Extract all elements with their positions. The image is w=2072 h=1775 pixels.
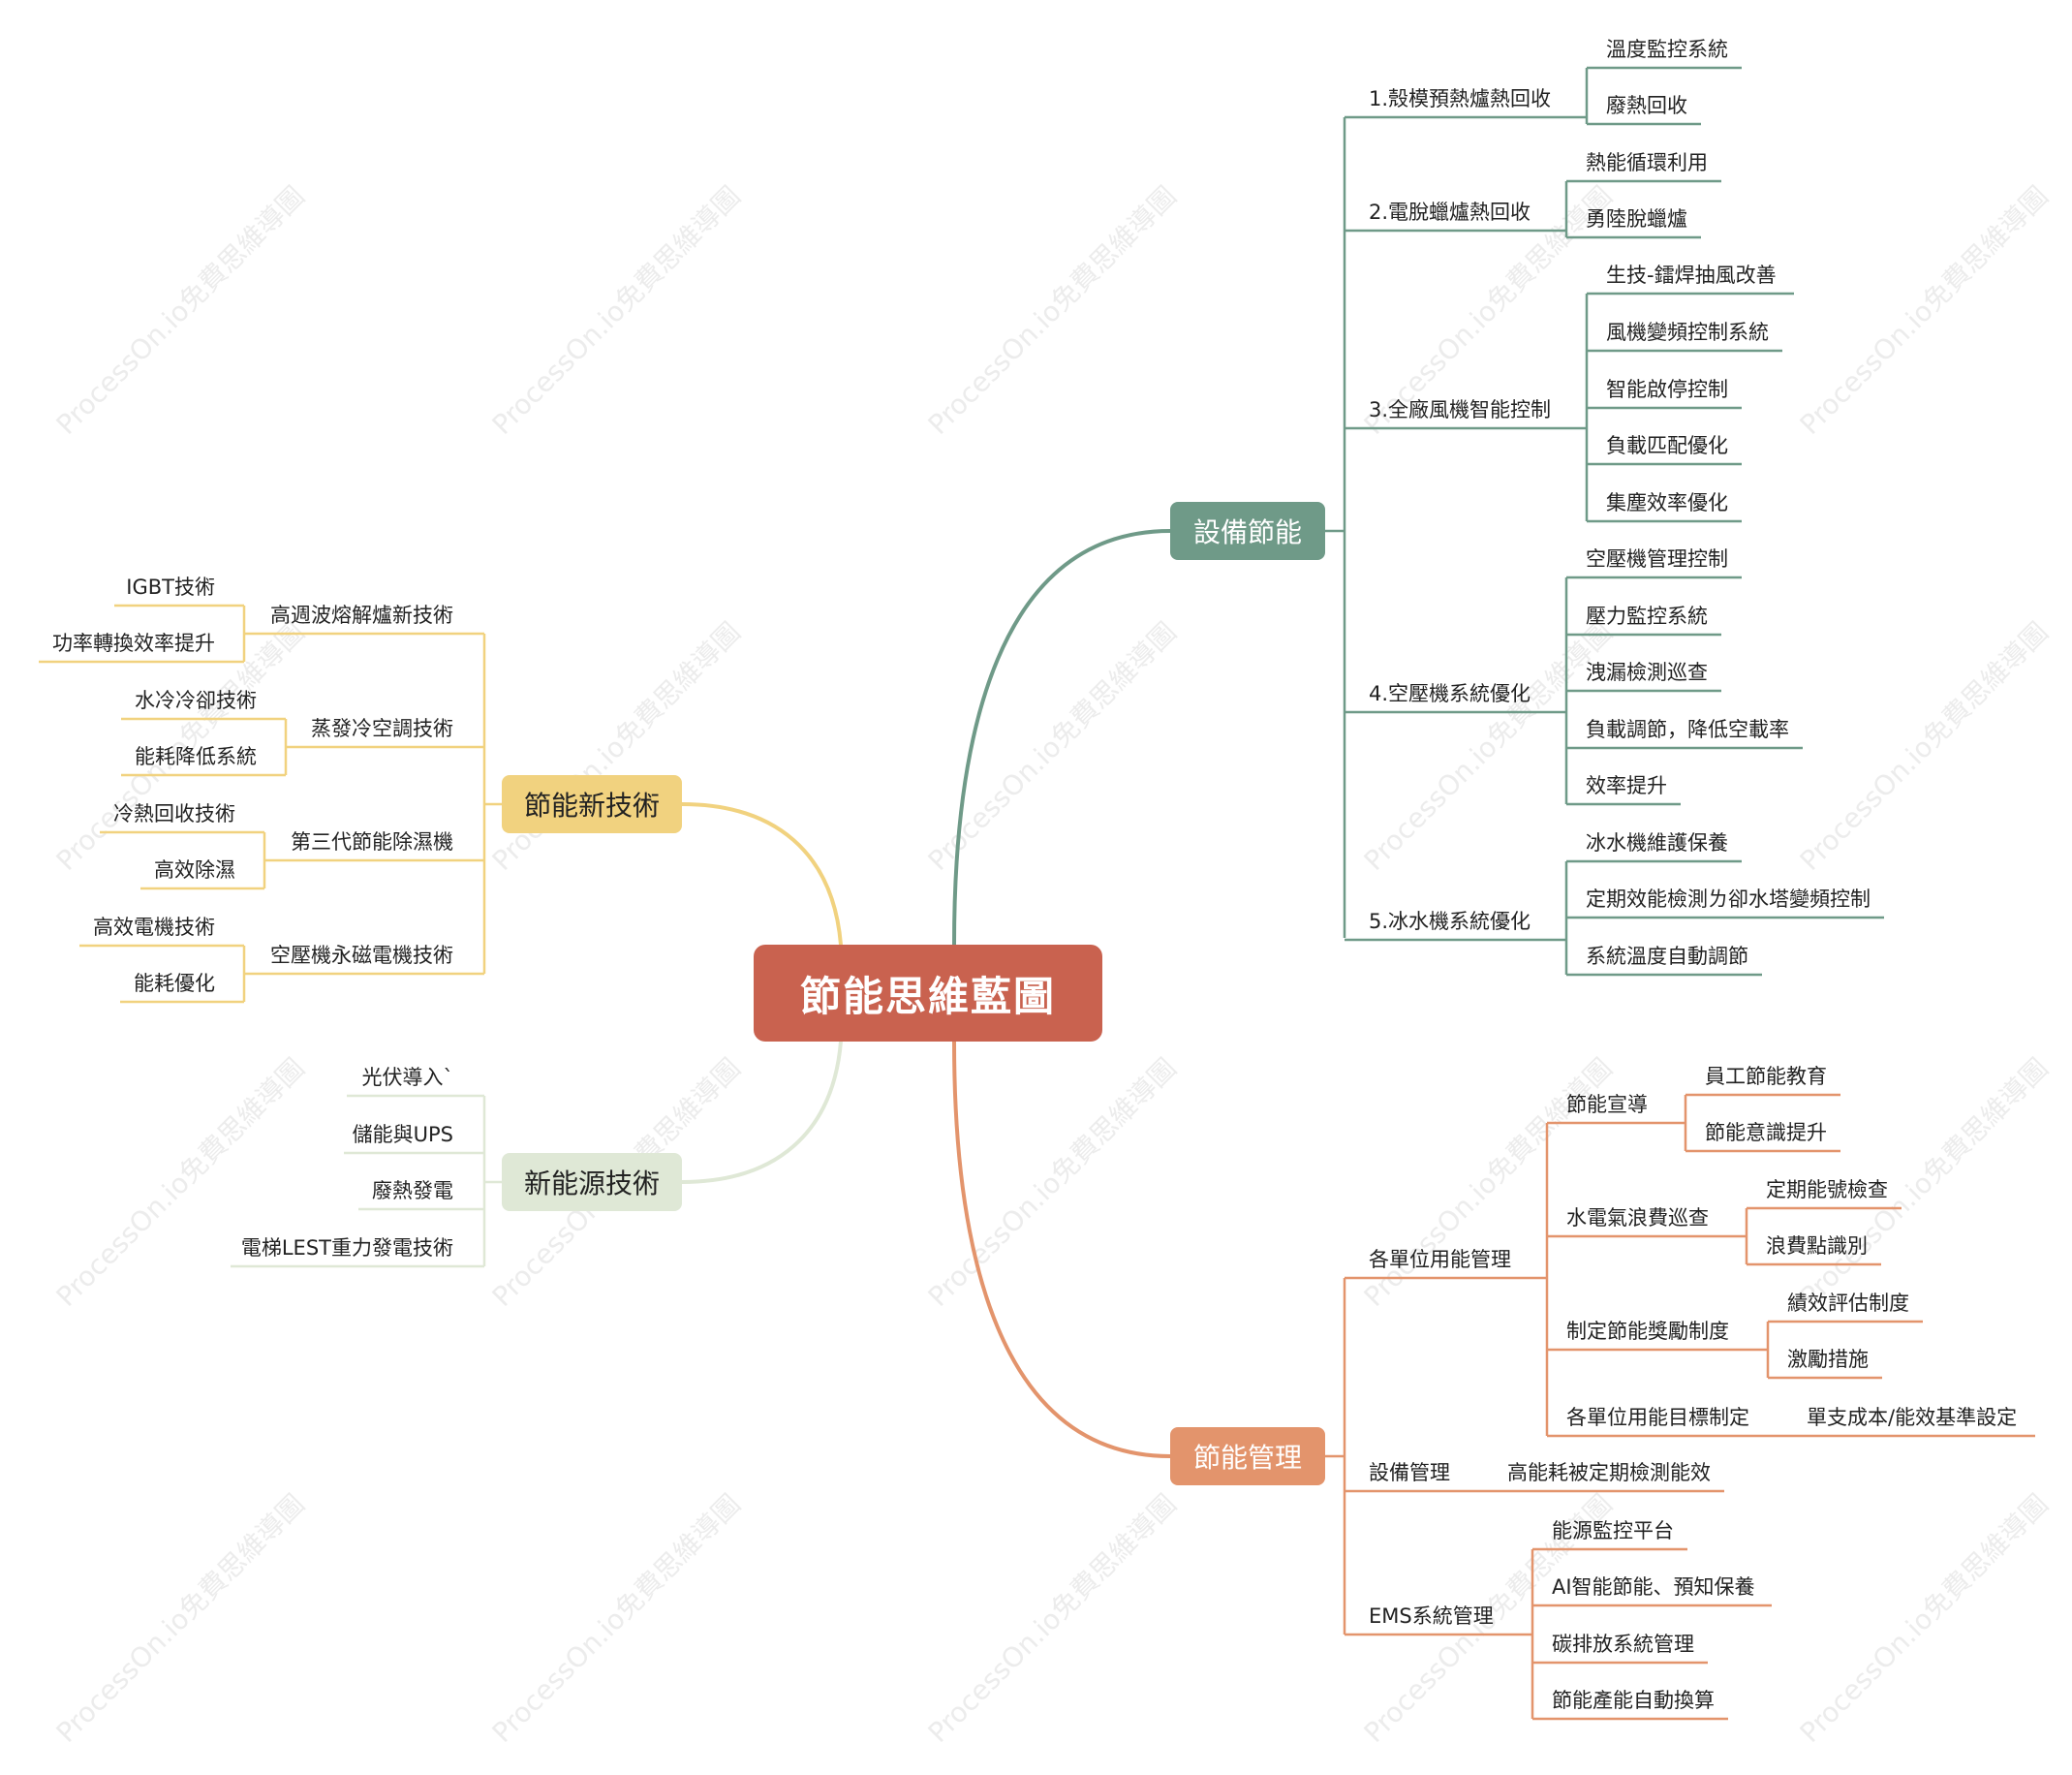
management-sub-node[interactable]: 水電氣浪費巡查 [1566, 1206, 1709, 1230]
equipment-group-node[interactable]: 1.殼模預熱爐熱回收 [1369, 87, 1552, 110]
equipment-group-node[interactable]: 3.全廠風機智能控制 [1369, 398, 1552, 421]
equipment-item-node[interactable]: 熱能循環利用 [1586, 151, 1708, 174]
curve-root-newenergy [681, 1041, 843, 1184]
equipment-item-node[interactable]: 壓力監控系統 [1586, 605, 1708, 628]
equipment-group-node[interactable]: 2.電脫蠟爐熱回收 [1369, 201, 1531, 224]
curve-root-management [952, 1041, 1171, 1458]
equipment-item-node[interactable]: 溫度監控系統 [1606, 38, 1728, 61]
equipment-group-node[interactable]: 4.空壓機系統優化 [1369, 682, 1531, 705]
management-item-node[interactable]: 節能意識提升 [1705, 1121, 1827, 1144]
management-group-node[interactable]: 設備管理 [1369, 1461, 1450, 1484]
newtech-item-node[interactable]: 能耗優化 [134, 972, 215, 995]
newtech-item-node[interactable]: 高效除濕 [154, 858, 235, 882]
management-item-node[interactable]: 能源監控平台 [1552, 1519, 1674, 1542]
management-item-node[interactable]: 高能耗被定期檢測能效 [1507, 1461, 1711, 1484]
management-item-node[interactable]: 定期能號檢查 [1766, 1178, 1888, 1201]
equipment-item-node[interactable]: 負載匹配優化 [1606, 434, 1728, 457]
equipment-item-node[interactable]: 負載調節，降低空載率 [1586, 718, 1789, 741]
equipment-item-node[interactable]: 集塵效率優化 [1606, 491, 1728, 514]
equipment-item-node[interactable]: 系統溫度自動調節 [1586, 945, 1748, 968]
management-item-node[interactable]: AI智能節能、預知保養 [1552, 1575, 1755, 1599]
newtech-item-node[interactable]: IGBT技術 [126, 576, 215, 599]
newtech-item-node[interactable]: 水冷冷卻技術 [135, 689, 257, 712]
management-sub-node[interactable]: 節能宣導 [1566, 1093, 1648, 1116]
management-sub-node[interactable]: 制定節能獎勵制度 [1566, 1320, 1729, 1343]
newtech-group-node[interactable]: 第三代節能除濕機 [291, 830, 453, 854]
newenergy-item-node[interactable]: 光伏導入` [361, 1066, 454, 1089]
management-item-node[interactable]: 浪費點識別 [1766, 1234, 1868, 1258]
newtech-item-node[interactable]: 冷熱回收技術 [113, 802, 235, 825]
curve-root-newtech [681, 802, 843, 946]
newtech-group-node[interactable]: 高週波熔解爐新技術 [270, 604, 453, 627]
newtech-item-node[interactable]: 功率轉換效率提升 [52, 632, 215, 655]
equipment-item-node[interactable]: 冰水機維護保養 [1586, 831, 1728, 855]
equipment-item-node[interactable]: 空壓機管理控制 [1586, 547, 1728, 571]
management-group-node[interactable]: 各單位用能管理 [1369, 1248, 1511, 1271]
branch-equipment-saving[interactable]: 設備節能 [1170, 502, 1325, 560]
management-item-node[interactable]: 節能產能自動換算 [1552, 1689, 1715, 1712]
newenergy-item-node[interactable]: 電梯LEST重力發電技術 [240, 1236, 453, 1260]
equipment-item-node[interactable]: 智能啟停控制 [1606, 378, 1728, 401]
root-node[interactable]: 節能思維藍圖 [754, 945, 1102, 1042]
management-group-node[interactable]: EMS系統管理 [1369, 1604, 1494, 1628]
newtech-item-node[interactable]: 高效電機技術 [93, 916, 215, 939]
management-item-node[interactable]: 激勵措施 [1787, 1348, 1869, 1371]
newenergy-item-node[interactable]: 廢熱發電 [372, 1179, 453, 1202]
management-item-node[interactable]: 績效評估制度 [1787, 1292, 1909, 1315]
equipment-item-node[interactable]: 風機變頻控制系統 [1606, 321, 1769, 344]
management-item-node[interactable]: 碳排放系統管理 [1552, 1633, 1694, 1656]
equipment-item-node[interactable]: 定期效能檢測ㄌ卻水塔變頻控制 [1586, 888, 1871, 911]
newtech-group-node[interactable]: 蒸發冷空調技術 [311, 717, 453, 740]
equipment-item-node[interactable]: 洩漏檢測巡查 [1586, 661, 1708, 684]
management-item-node[interactable]: 員工節能教育 [1705, 1065, 1827, 1088]
newtech-item-node[interactable]: 能耗降低系統 [135, 745, 257, 768]
equipment-group-node[interactable]: 5.冰水機系統優化 [1369, 910, 1531, 933]
newenergy-item-node[interactable]: 儲能與UPS [352, 1123, 453, 1146]
branch-new-technology[interactable]: 節能新技術 [502, 775, 682, 833]
branch-energy-management[interactable]: 節能管理 [1170, 1427, 1325, 1485]
equipment-item-node[interactable]: 廢熱回收 [1606, 94, 1687, 117]
branch-new-energy[interactable]: 新能源技術 [502, 1153, 682, 1211]
equipment-item-node[interactable]: 勇陸脫蠟爐 [1586, 207, 1687, 231]
curve-root-equipment [952, 529, 1171, 946]
management-item-node[interactable]: 單支成本/能效基準設定 [1807, 1406, 2018, 1429]
newtech-group-node[interactable]: 空壓機永磁電機技術 [270, 944, 453, 967]
management-sub-node[interactable]: 各單位用能目標制定 [1566, 1406, 1749, 1429]
equipment-item-node[interactable]: 效率提升 [1586, 774, 1667, 797]
equipment-item-node[interactable]: 生技-鐳焊抽風改善 [1606, 264, 1777, 287]
